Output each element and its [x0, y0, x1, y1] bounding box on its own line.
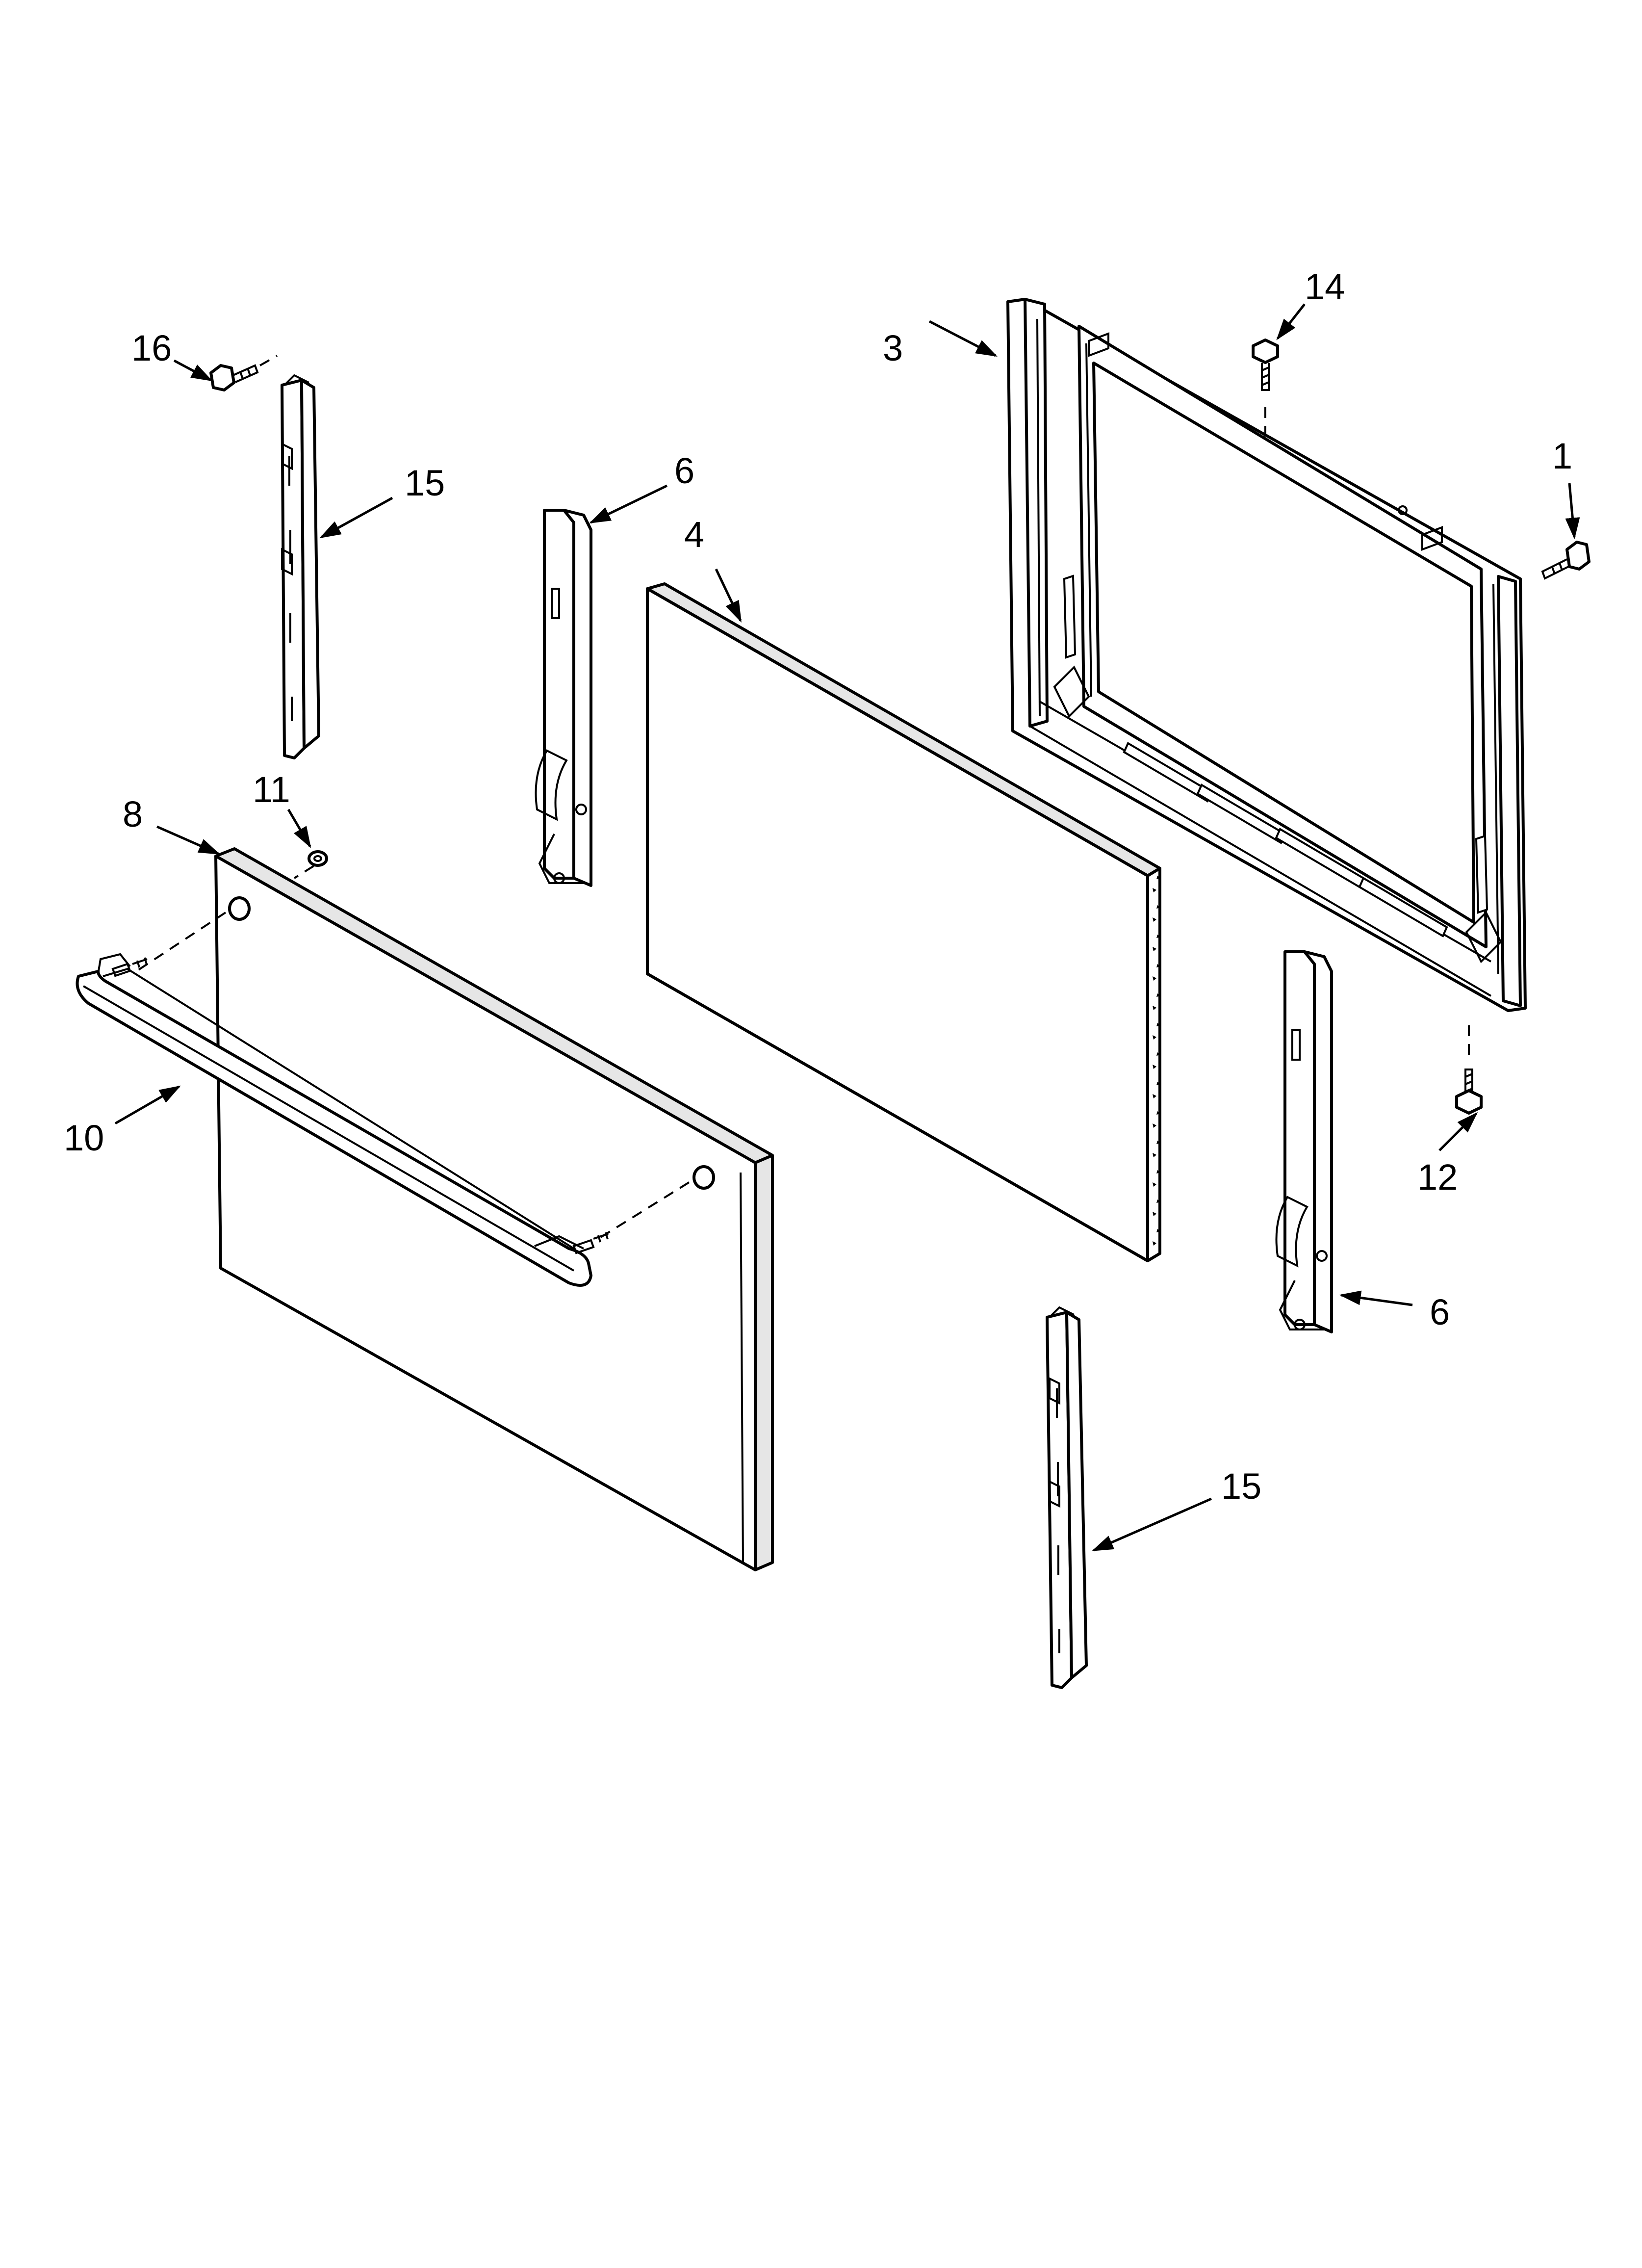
hinge-lower [1275, 950, 1333, 1333]
callout-8: 8 [123, 794, 143, 834]
door-handle [76, 953, 609, 1287]
callout-16: 16 [131, 328, 172, 368]
callout-12: 12 [1417, 1157, 1458, 1198]
callout-4: 4 [684, 514, 704, 555]
callout-6-lower: 6 [1430, 1292, 1450, 1332]
callout-3: 3 [883, 328, 903, 368]
hinge-upper [535, 509, 592, 887]
callout-10: 10 [64, 1118, 104, 1158]
insulation-panel [646, 582, 1161, 1262]
callout-6-upper: 6 [674, 450, 694, 491]
screw-14 [1252, 339, 1279, 442]
screw-1 [1541, 541, 1591, 580]
washer-11 [293, 850, 328, 879]
screw-16 [209, 355, 278, 391]
callout-labels: 3 14 1 4 6 6 15 15 16 11 8 10 12 [64, 266, 1572, 1507]
callout-11: 11 [253, 769, 290, 810]
callout-1: 1 [1552, 436, 1572, 476]
callout-14: 14 [1305, 266, 1345, 307]
callout-15-lower: 15 [1221, 1466, 1261, 1507]
door-frame [1006, 298, 1527, 1012]
leader-lines [114, 303, 1580, 1552]
slide-rail-lower [1046, 1306, 1088, 1689]
screw-12 [1455, 1025, 1483, 1115]
slide-rail-upper [281, 374, 320, 759]
callout-15-upper: 15 [405, 463, 445, 503]
